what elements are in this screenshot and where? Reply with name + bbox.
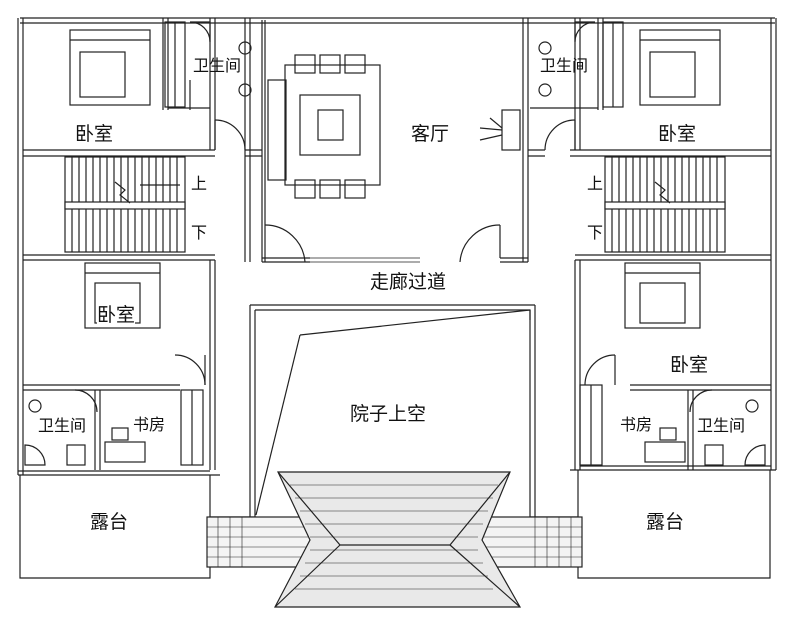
right-staircase: [604, 156, 726, 253]
stair-down-left: 下: [191, 223, 208, 242]
room-label-courtyard-void: 院子上空: [350, 403, 427, 425]
room-label-terrace-left: 露台: [90, 511, 129, 533]
room-label-bedroom-mid-right: 卧室: [670, 354, 709, 376]
room-label-bath-top-left: 卫生间: [193, 56, 242, 75]
sofa-set: [267, 54, 521, 199]
stair-down-right: 下: [587, 223, 604, 242]
room-label-bath-top-right: 卫生间: [540, 56, 589, 75]
left-staircase: [64, 156, 186, 253]
room-label-bedroom-mid-left: 卧室: [97, 304, 136, 326]
exterior-walls: [17, 17, 777, 476]
bathroom-fixtures: [24, 21, 766, 466]
stair-up-right: 上: [587, 174, 604, 193]
courtyard-void-outline: [249, 304, 536, 520]
room-label-bedroom-top-left: 卧室: [75, 123, 114, 145]
room-label-corridor: 走廊过道: [370, 271, 447, 293]
room-label-terrace-right: 露台: [646, 511, 685, 533]
beds: [69, 29, 721, 329]
room-label-study-right: 书房: [620, 415, 653, 434]
right-wing-walls: [528, 18, 771, 470]
living-room-walls: [244, 18, 529, 263]
stair-up-left: 上: [191, 174, 208, 193]
room-label-bedroom-top-right: 卧室: [658, 123, 697, 145]
left-wing-walls: [23, 18, 262, 470]
room-label-bath-bottom-right: 卫生间: [697, 416, 746, 435]
study-desks: [104, 427, 686, 463]
room-label-bath-bottom-left: 卫生间: [38, 416, 87, 435]
pavilion-roof: [206, 471, 583, 608]
room-label-living-room: 客厅: [411, 123, 450, 145]
room-label-study-left: 书房: [133, 415, 166, 434]
